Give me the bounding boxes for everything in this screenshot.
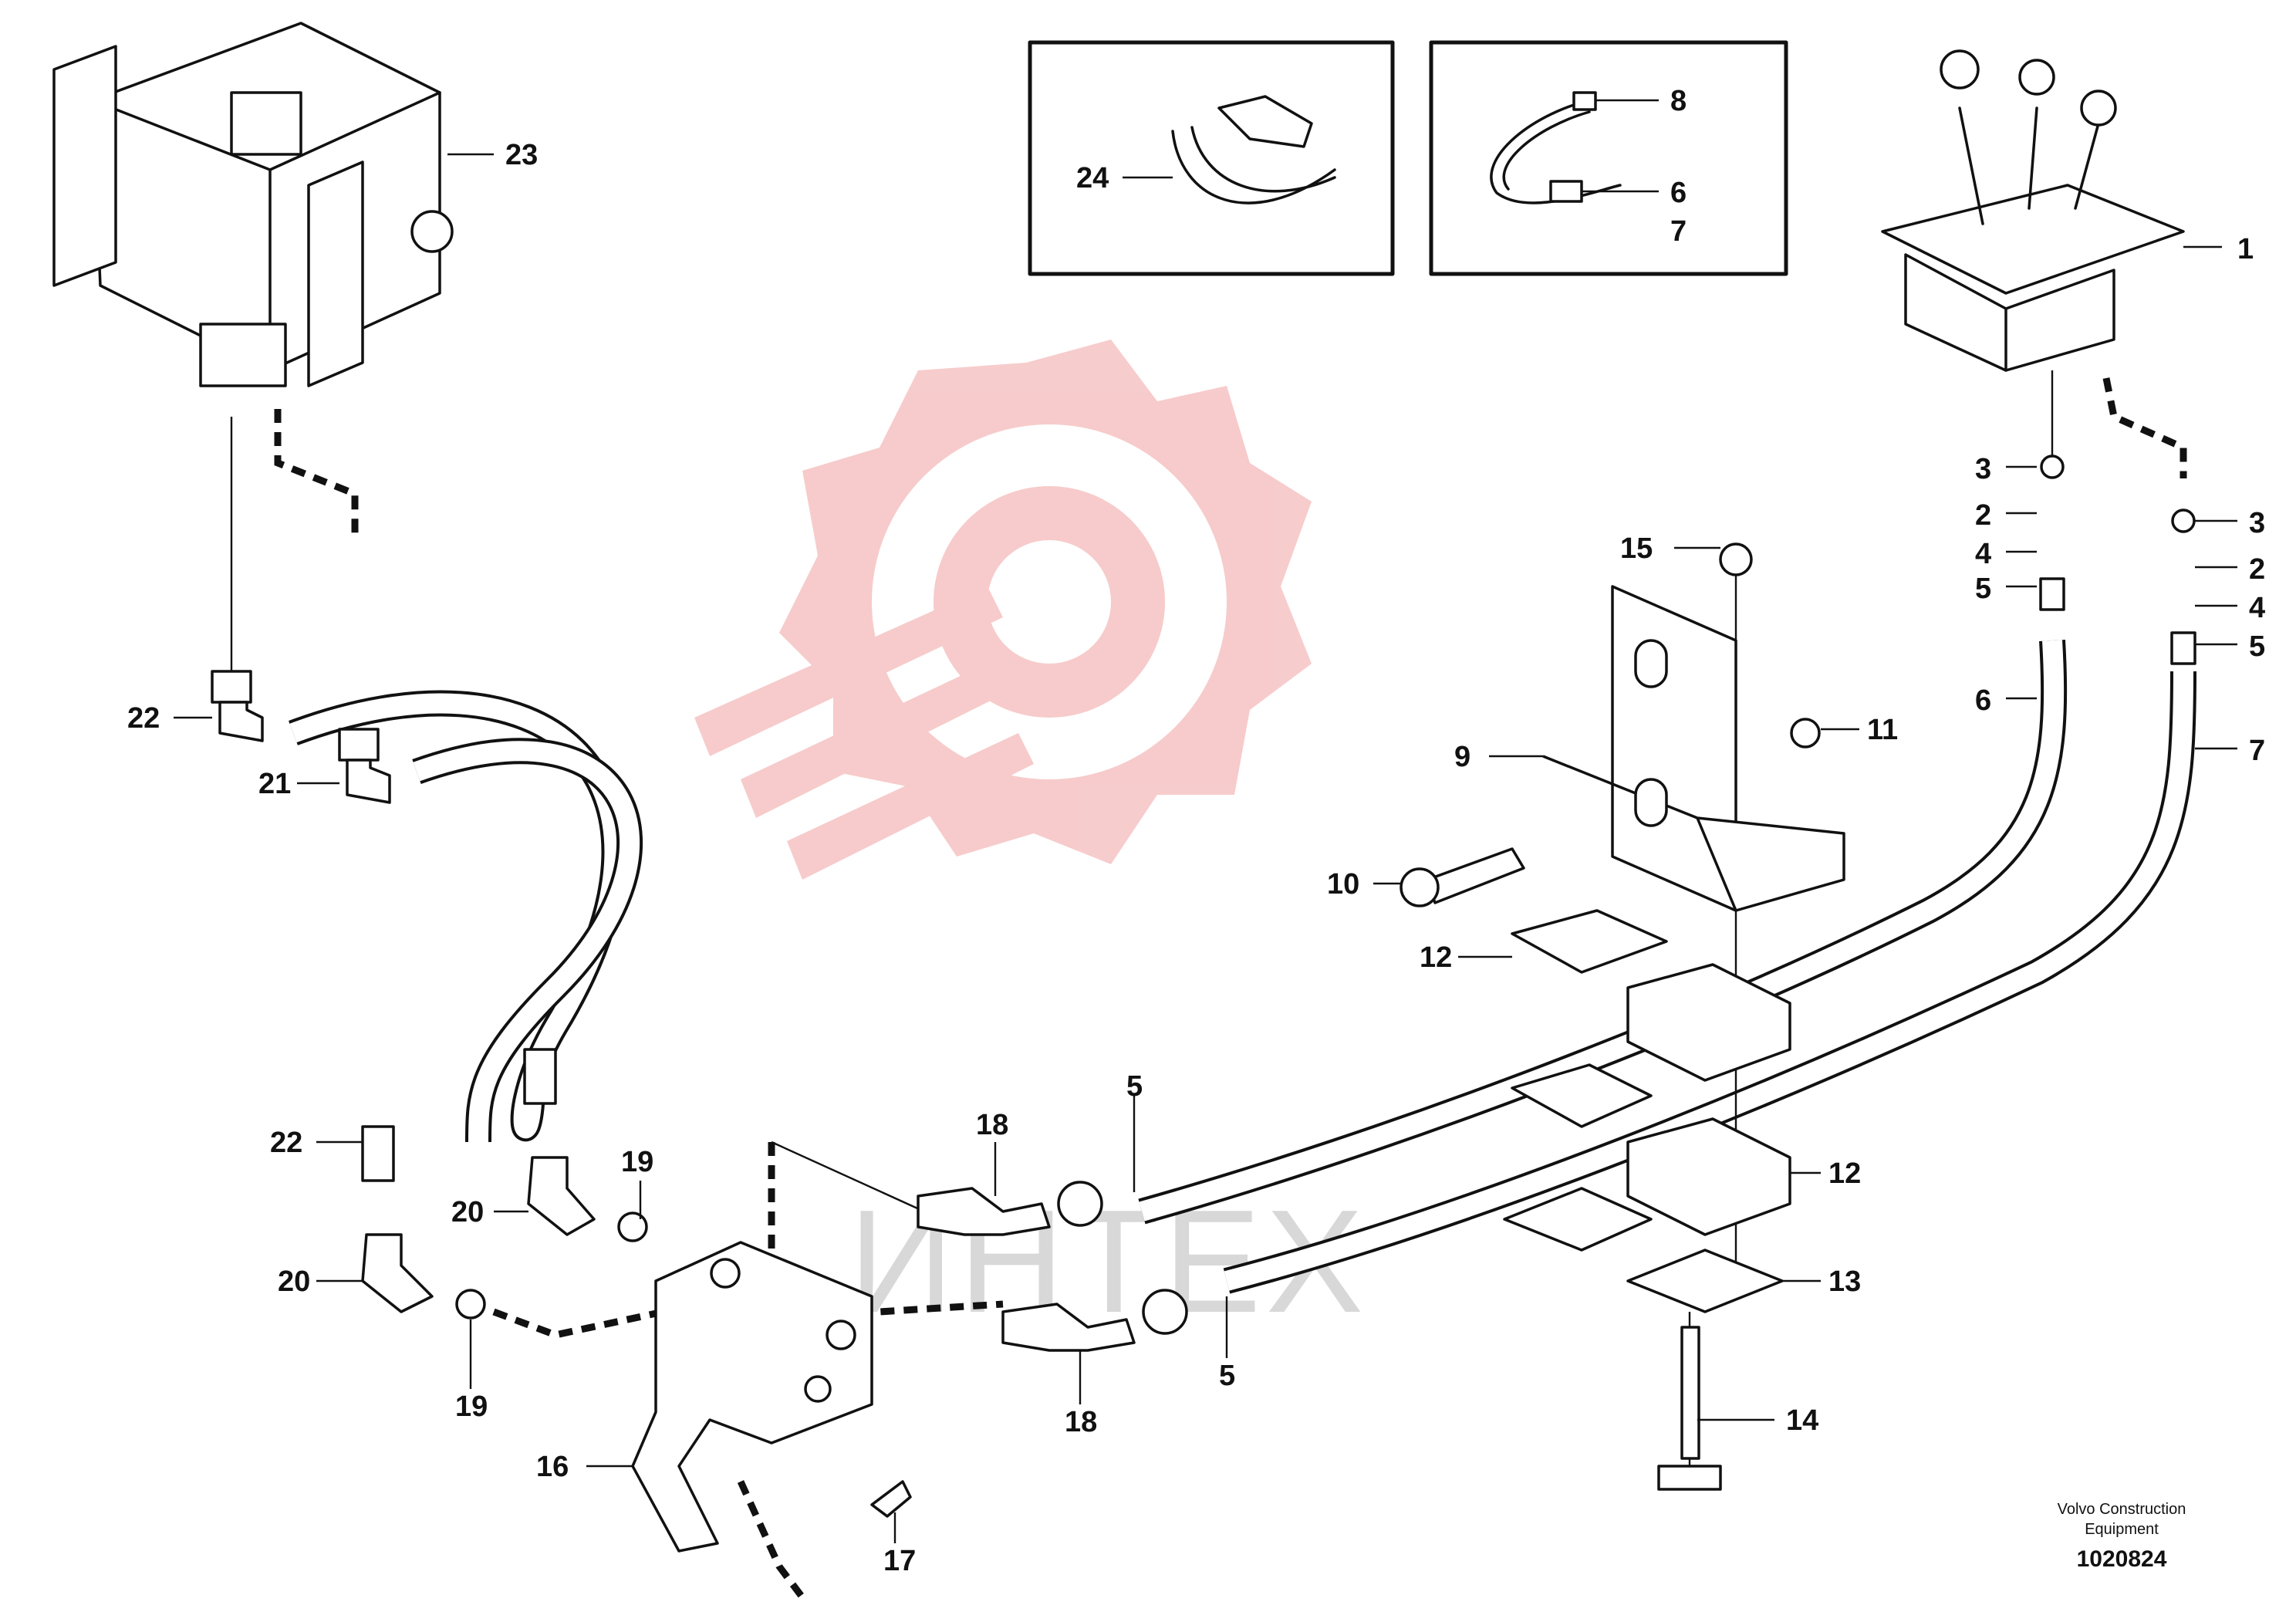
clamp-blocks [1503, 909, 1791, 1313]
callout-16: 16 [536, 1451, 569, 1483]
callout-4-left: 4 [1975, 538, 1991, 570]
callout-4-right: 4 [2249, 592, 2265, 624]
callout-10: 10 [1327, 868, 1359, 901]
callout-12-upper: 12 [1420, 941, 1452, 974]
callout-9: 9 [1454, 741, 1470, 773]
hose-bracket [631, 1241, 912, 1553]
callout-19-lower: 19 [455, 1391, 488, 1423]
callout-14: 14 [1786, 1404, 1818, 1437]
callout-1: 1 [2237, 233, 2254, 265]
callout-leaders [174, 153, 2237, 1543]
callout-5-valve-left: 5 [1975, 573, 1991, 605]
callout-22-lower: 22 [270, 1127, 302, 1159]
figure-info: Volvo Construction Equipment 1020824 [2058, 1501, 2186, 1572]
callout-6: 6 [1975, 684, 1991, 717]
callout-17: 17 [883, 1545, 916, 1577]
callout-2-right: 2 [2249, 553, 2265, 586]
callout-6-detail: 6 [1670, 177, 1687, 209]
callout-2-left: 2 [1975, 499, 1991, 532]
callout-19-upper: 19 [621, 1146, 653, 1178]
callout-24: 24 [1076, 162, 1109, 194]
callout-5-lower: 5 [1219, 1360, 1235, 1392]
callout-3-left: 3 [1975, 453, 1991, 485]
detail-box-cable-tie [1429, 40, 1788, 276]
callout-23: 23 [505, 139, 538, 171]
bolts [1400, 542, 1821, 1491]
callout-22-upper: 22 [127, 702, 160, 735]
callout-12-lower: 12 [1828, 1157, 1861, 1190]
callout-15: 15 [1620, 532, 1653, 565]
fittings [211, 454, 2196, 1352]
callout-5-valve-right: 5 [2249, 630, 2265, 663]
callout-13: 13 [1828, 1265, 1861, 1298]
detail-box-clamp [1028, 40, 1395, 276]
control-valve [1881, 49, 2222, 372]
callout-labels: 1 2 2 3 3 4 4 5 5 5 5 6 6 7 7 8 9 10 11 … [127, 85, 2265, 1577]
callout-8: 8 [1670, 85, 1687, 117]
callout-18-upper: 18 [976, 1109, 1008, 1141]
callout-11: 11 [1867, 714, 1898, 746]
callout-3-right: 3 [2249, 507, 2265, 539]
callout-18-lower: 18 [1065, 1406, 1097, 1438]
callout-7-detail: 7 [1670, 215, 1687, 248]
callout-5-upper: 5 [1126, 1070, 1143, 1103]
callout-20-lower: 20 [278, 1265, 310, 1298]
mounting-bracket [1542, 585, 1845, 912]
gear-watermark-icon [694, 340, 1312, 880]
callout-7: 7 [2249, 735, 2265, 767]
figure-number: 1020824 [2077, 1546, 2167, 1572]
callout-21: 21 [258, 768, 291, 800]
publisher-line-1: Volvo Construction [2058, 1501, 2186, 1518]
publisher-line-2: Equipment [2085, 1521, 2159, 1538]
hoses [289, 640, 2196, 1294]
oil-tank [52, 22, 454, 387]
callout-20-upper: 20 [451, 1196, 484, 1228]
